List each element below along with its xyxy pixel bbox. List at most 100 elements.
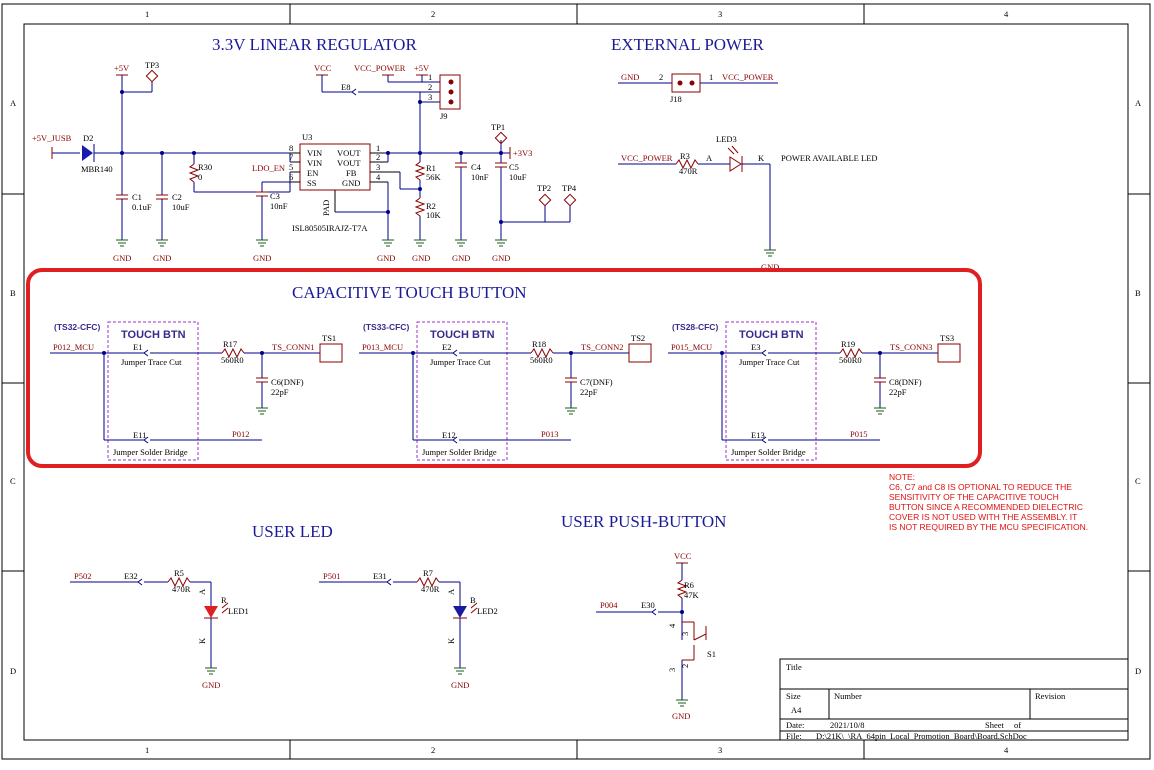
tp1-ref: TP1 xyxy=(491,122,505,132)
user-led-port: P501 xyxy=(323,571,340,581)
touch-sensor-ref: TS3 xyxy=(940,333,954,343)
gnd-u3: GND xyxy=(377,253,395,263)
user-led-ref: LED1 xyxy=(228,606,249,616)
s1-pin4: 4 xyxy=(667,623,677,628)
touch-mcu-net: P015_MCU xyxy=(671,342,712,352)
r30-value: 0 xyxy=(198,172,202,182)
touch-e-top-ref: E2 xyxy=(442,342,451,352)
u3-pin-vin-1: VIN xyxy=(307,148,322,158)
touch-sensor-ref: TS2 xyxy=(631,333,645,343)
d2-ref: D2 xyxy=(83,133,93,143)
c1-ref: C1 xyxy=(132,192,142,202)
touch-btn-label: TOUCH BTN xyxy=(430,329,495,341)
regulator-grounds: GND GND GND GND GND GND GND xyxy=(113,239,510,263)
note-line-5: IS NOT REQUIRED BY THE MCU SPECIFICATION… xyxy=(889,522,1088,532)
touch-cfc-label: (TS32-CFC) xyxy=(54,322,100,332)
r6-ref: R6 xyxy=(684,580,694,590)
ground-symbol xyxy=(565,407,577,415)
user-led-cathode: K xyxy=(197,637,207,644)
ground-symbol xyxy=(205,667,217,675)
r2-ref: R2 xyxy=(426,201,436,211)
regulator-heading: 3.3V LINEAR REGULATOR xyxy=(212,35,417,54)
highlight-touch-region[interactable] xyxy=(26,268,982,468)
push-button-circuit: VCC R6 47K P004 E30 S1 4 3 3 2 GND xyxy=(596,551,716,721)
note-line-3: BUTTON SINCE A RECOMMENDED DIELECTRIC xyxy=(889,502,1083,512)
led3-cathode: K xyxy=(758,153,765,163)
c3-ref: C3 xyxy=(270,191,280,201)
user-led-color: B xyxy=(470,595,476,605)
tb-of-label: of xyxy=(1014,720,1021,730)
touch-r-ref: R18 xyxy=(532,339,546,349)
tb-file-label: File: xyxy=(786,731,802,741)
tb-title-label: Title xyxy=(786,662,802,672)
tp2-ref: TP2 xyxy=(537,183,551,193)
user-led-anode: A xyxy=(197,588,207,595)
row-label-a-right: A xyxy=(1135,98,1142,108)
touch-btn-box xyxy=(725,321,817,461)
diode-d2 xyxy=(82,144,95,162)
tp4-ref: TP4 xyxy=(562,183,577,193)
external-power-heading: EXTERNAL POWER xyxy=(611,35,764,54)
touch-port-net: P013 xyxy=(541,429,558,439)
touch-btn-label: TOUCH BTN xyxy=(739,329,804,341)
touch-sensor-ref: TS1 xyxy=(322,333,336,343)
touch-e-bot-ref: E11 xyxy=(133,430,146,440)
s1-pin3b: 3 xyxy=(680,632,690,636)
push-button-heading: USER PUSH-BUTTON xyxy=(561,512,726,531)
u3-pin-fb: FB xyxy=(346,168,357,178)
col-label-3: 3 xyxy=(718,9,722,19)
col-label-1-bottom: 1 xyxy=(145,745,149,755)
j9-pin1: 1 xyxy=(428,72,432,82)
row-label-c-right: C xyxy=(1135,476,1141,486)
touch-sensor-pad xyxy=(628,343,652,363)
touch-e-top-ref: E3 xyxy=(751,342,760,352)
tb-revision-label: Revision xyxy=(1035,691,1066,701)
j9-pin3: 3 xyxy=(428,92,432,102)
j9-pin2: 2 xyxy=(428,82,432,92)
user-led-e-ref: E32 xyxy=(124,571,138,581)
touch-cap-ref: C8(DNF) xyxy=(889,377,922,387)
pb-port: P004 xyxy=(600,600,618,610)
user-led-cathode: K xyxy=(446,637,456,644)
col-label-1: 1 xyxy=(145,9,149,19)
user-led-r-value: 470R xyxy=(172,584,191,594)
j18-body xyxy=(671,73,701,93)
touch-btn-label: TOUCH BTN xyxy=(121,329,186,341)
user-led-anode: A xyxy=(446,588,456,595)
led3-ref: LED3 xyxy=(716,134,737,144)
r1-value: 56K xyxy=(426,172,442,182)
u3-pin-ss: SS xyxy=(307,178,317,188)
touch-mcu-net: P013_MCU xyxy=(362,342,403,352)
touch-r-ref: R17 xyxy=(223,339,237,349)
touch-r-ref: R19 xyxy=(841,339,855,349)
u3-ref: U3 xyxy=(302,132,312,142)
touch-solder-bridge: Jumper Solder Bridge xyxy=(731,447,806,457)
touch-cap-value: 22pF xyxy=(271,387,289,397)
c5-ref: C5 xyxy=(509,162,519,172)
touch-sensor-pad xyxy=(937,343,961,363)
c5-value: 10uF xyxy=(509,172,527,182)
ground-symbol xyxy=(256,407,268,415)
user-led-color: R xyxy=(221,595,227,605)
tp3-ref: TP3 xyxy=(145,60,159,70)
touch-cap-value: 22pF xyxy=(580,387,598,397)
row-label-d: D xyxy=(10,666,16,676)
s1-ref: S1 xyxy=(707,649,716,659)
pb-gnd: GND xyxy=(672,711,690,721)
r3-ref: R3 xyxy=(680,151,690,161)
r30-ref: R30 xyxy=(198,162,212,172)
tb-number-label: Number xyxy=(834,691,862,701)
u3-pin-gnd: GND xyxy=(342,178,360,188)
user-led-gnd: GND xyxy=(451,680,469,690)
tb-size-label: Size xyxy=(786,691,801,701)
touch-port-net: P012 xyxy=(232,429,249,439)
net-vcc-power: VCC_POWER xyxy=(354,63,406,73)
title-block: Title Size A4 Number Revision Date: 2021… xyxy=(779,658,1129,741)
touch-jumper-cut: Jumper Trace Cut xyxy=(121,357,182,367)
touch-port-net: P015 xyxy=(850,429,867,439)
